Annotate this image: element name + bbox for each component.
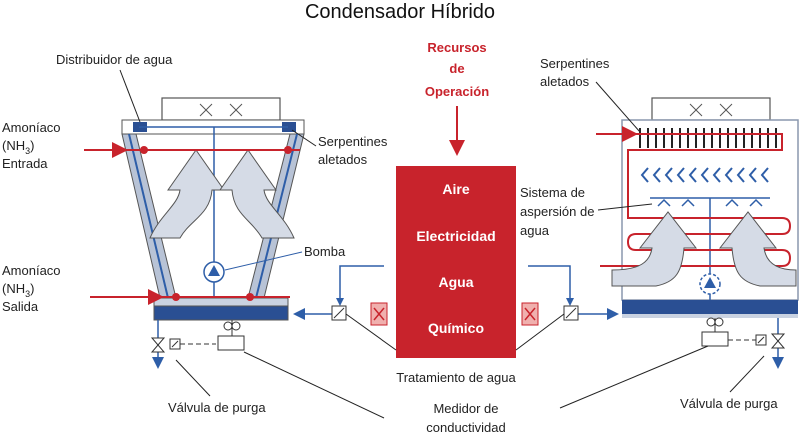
label-ammonia-in-1: Amoníaco [2, 120, 61, 135]
resources-header-line2: de [449, 61, 464, 76]
right-air-arrow-1 [611, 211, 698, 287]
right-condenser-unit [596, 97, 799, 369]
label-finned-coils-left-2: aletados [318, 152, 368, 167]
label-conductivity-1: Medidor de [433, 401, 498, 416]
left-condenser-unit [84, 97, 305, 369]
label-finned-coils-right-2: aletados [540, 74, 590, 89]
left-conductivity-sensor [217, 335, 245, 351]
resources-header-line1: Recursos [427, 40, 486, 55]
label-finned-coils-left-1: Serpentines [318, 134, 388, 149]
label-finned-coils-right-1: Serpentines [540, 56, 610, 71]
label-spray-system-2: aspersión de [520, 204, 594, 219]
water-treatment-lines [293, 265, 619, 320]
label-water-distributor: Distribuidor de agua [56, 52, 173, 67]
label-ammonia-out-2: (NH3) [2, 281, 34, 299]
diagram-title: Condensador Híbrido [305, 1, 495, 23]
label-blowdown-right: Válvula de purga [680, 396, 778, 411]
label-spray-system-3: agua [520, 223, 550, 238]
right-basin [622, 300, 798, 314]
left-blowdown-valve-icon [150, 337, 166, 353]
right-blowdown-valve-icon [770, 333, 786, 349]
right-conductivity-sensor [701, 331, 729, 347]
resource-air: Aire [442, 181, 469, 197]
label-ammonia-out-1: Amoníaco [2, 263, 61, 278]
left-air-arrow-1 [149, 149, 225, 239]
right-wet-coil [600, 196, 792, 267]
resource-water: Agua [439, 274, 474, 290]
label-ammonia-in-3: Entrada [2, 156, 48, 171]
resource-electricity: Electricidad [416, 228, 495, 244]
label-conductivity-2: conductividad [426, 420, 506, 435]
label-ammonia-out-3: Salida [2, 299, 39, 314]
label-pump: Bomba [304, 244, 346, 259]
operating-resources: Recursos de Operación Aire Electricidad … [396, 40, 516, 358]
left-fan-housing [161, 97, 281, 121]
right-fan-housing [651, 97, 771, 121]
label-ammonia-in-2: (NH3) [2, 138, 34, 156]
resources-header-line3: Operación [425, 84, 489, 99]
right-drift-eliminator [640, 167, 769, 183]
resource-chemical: Químico [428, 320, 484, 336]
label-water-treatment: Tratamiento de agua [396, 370, 516, 385]
label-blowdown-left: Válvula de purga [168, 400, 266, 415]
resources-box [396, 166, 516, 358]
label-spray-system-1: Sistema de [520, 185, 585, 200]
